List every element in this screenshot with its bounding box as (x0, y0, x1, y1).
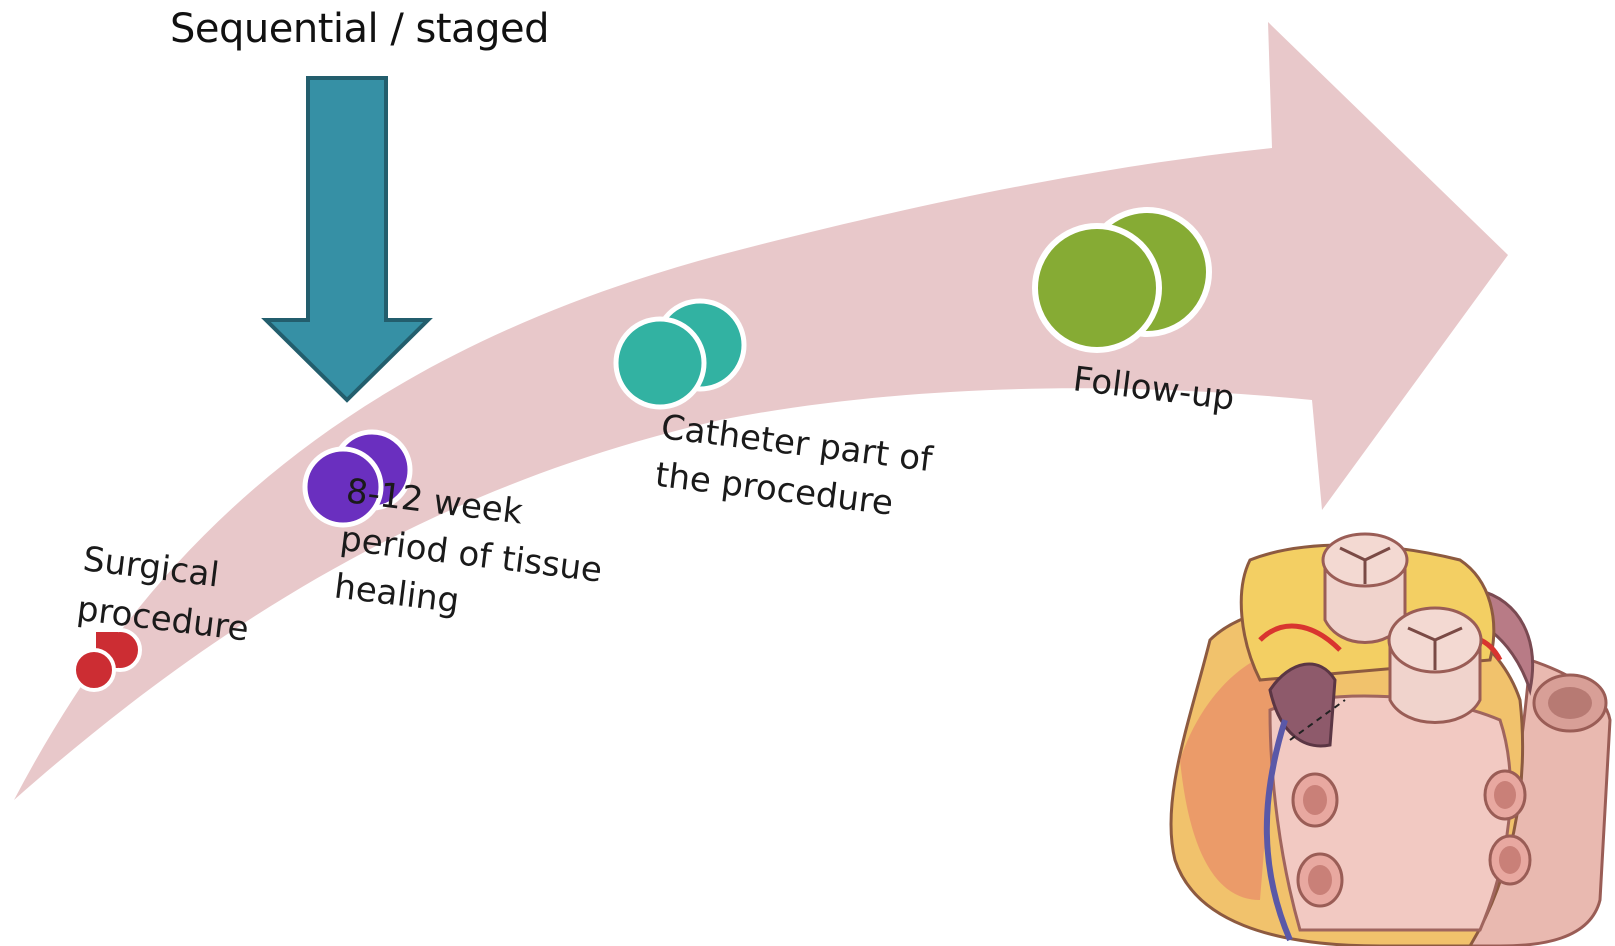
step-label-healing: 8-12 week period of tissue healing (332, 471, 610, 638)
step-label-line: healing (332, 567, 461, 622)
pointer-down-arrow (266, 78, 428, 400)
heart-valves-illustration (1171, 534, 1610, 946)
step-label-catheter: Catheter part of the procedure (653, 407, 935, 528)
